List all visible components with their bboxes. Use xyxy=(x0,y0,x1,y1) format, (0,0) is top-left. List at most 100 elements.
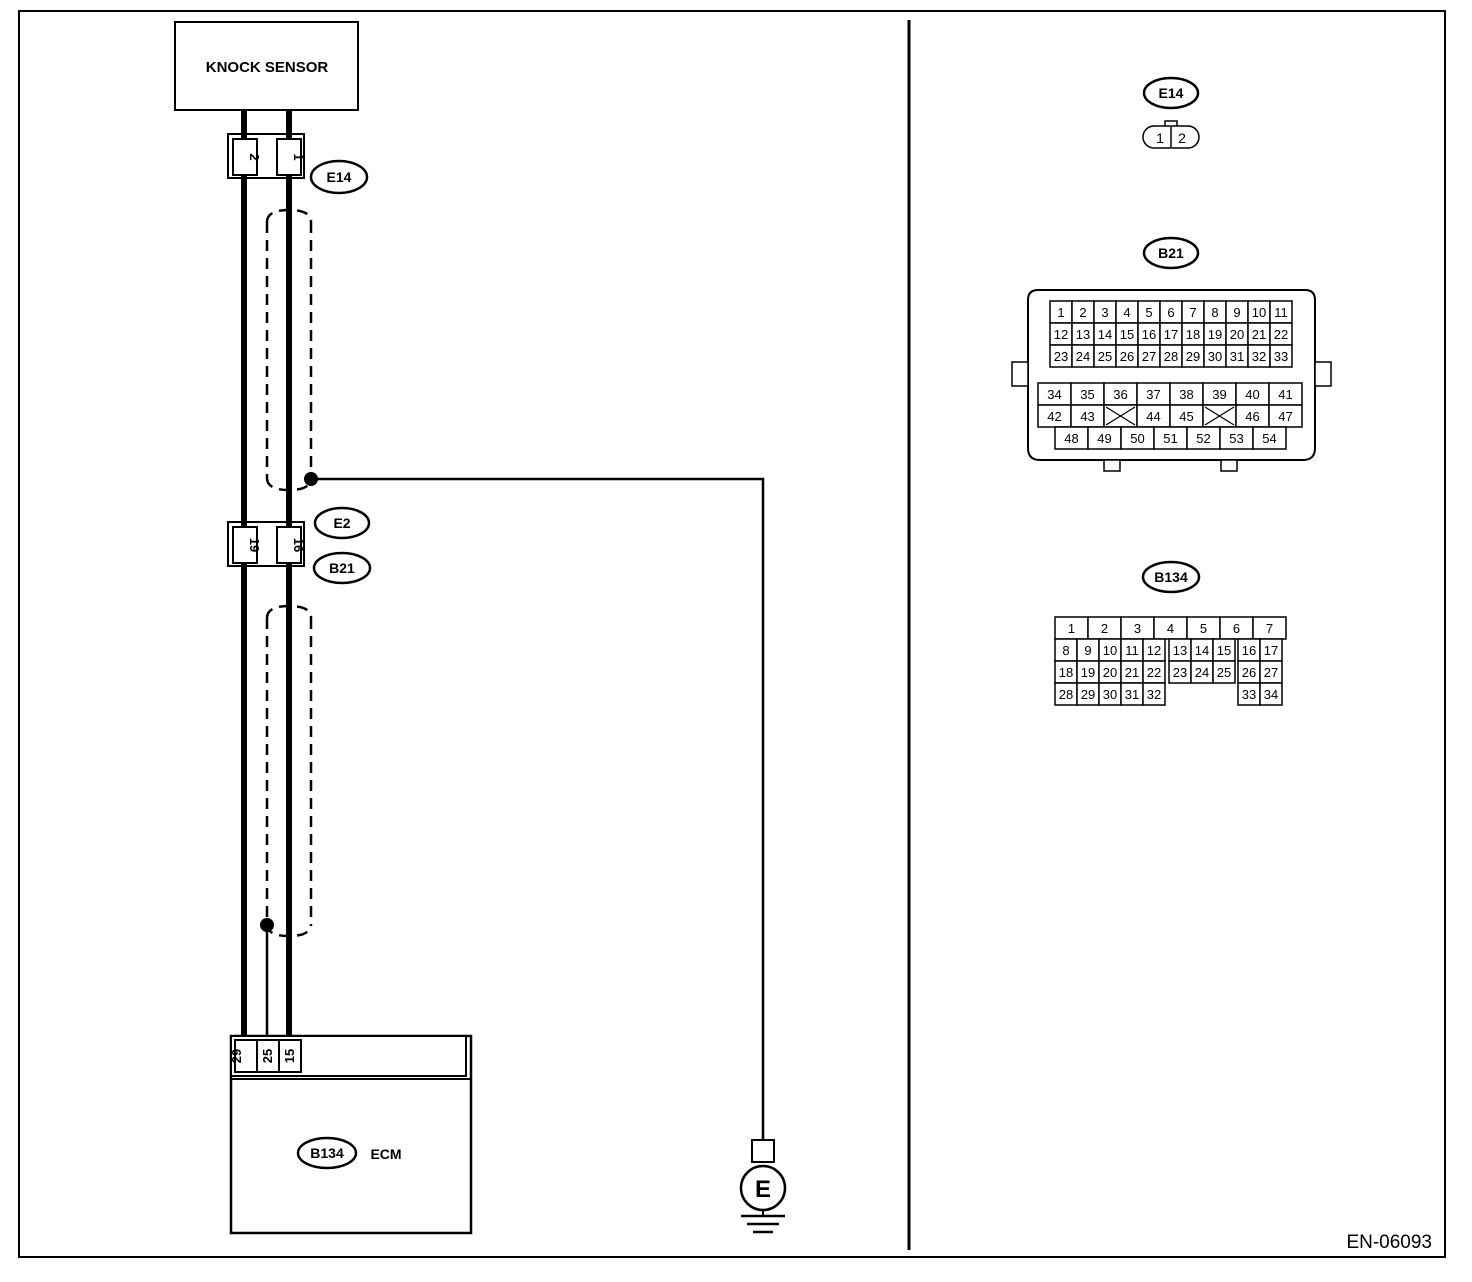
b134-pin-28: 28 xyxy=(1059,687,1073,702)
b21-pin-33: 33 xyxy=(1274,349,1288,364)
b134-pin-30: 30 xyxy=(1103,687,1117,702)
b134-view-label: B134 xyxy=(1154,569,1188,585)
b134-pin-19: 19 xyxy=(1081,665,1095,680)
b21-pin-2: 2 xyxy=(1079,305,1086,320)
b134-pin-32-cell xyxy=(1142,682,1166,706)
b21-pin-17: 17 xyxy=(1164,327,1178,342)
b134-pin-31: 31 xyxy=(1125,687,1139,702)
shield-upper xyxy=(265,208,313,492)
b21-pin-4: 4 xyxy=(1123,305,1130,320)
b134-pin-20: 20 xyxy=(1103,665,1117,680)
ecm-pin-15: 15 xyxy=(282,1049,297,1063)
b134-pin-34: 34 xyxy=(1264,687,1278,702)
b21-pin-53: 53 xyxy=(1229,431,1243,446)
b21-pin-42: 42 xyxy=(1047,409,1061,424)
b21-pin-7: 7 xyxy=(1189,305,1196,320)
connector-b21-tag: B21 xyxy=(312,551,372,585)
knock-sensor-box: KNOCK SENSOR xyxy=(174,21,359,111)
b21-pin-26: 26 xyxy=(1120,349,1134,364)
b134-pin-14: 14 xyxy=(1195,643,1209,658)
b21-pin-29: 29 xyxy=(1186,349,1200,364)
b134-pin-22: 22 xyxy=(1147,665,1161,680)
b21-pin-41: 41 xyxy=(1278,387,1292,402)
b21-pin-44: 44 xyxy=(1146,409,1160,424)
b21-pin-50: 50 xyxy=(1130,431,1144,446)
b21-pin-35: 35 xyxy=(1080,387,1094,402)
b134-pin-25: 25 xyxy=(1217,665,1231,680)
e14-view: E14 1 2 xyxy=(1142,76,1200,149)
b21-pin-43: 43 xyxy=(1080,409,1094,424)
b21-pin-39: 39 xyxy=(1212,387,1226,402)
ecm-box: 29 25 15 B134 ECM xyxy=(229,1034,473,1235)
b21-pin-37: 37 xyxy=(1146,387,1160,402)
b134-pin-21: 21 xyxy=(1125,665,1139,680)
b21-pin-36: 36 xyxy=(1113,387,1127,402)
b21-pin-14: 14 xyxy=(1098,327,1112,342)
ecm-pin-25: 25 xyxy=(260,1049,275,1063)
b21-pin-21: 21 xyxy=(1252,327,1266,342)
b21-pin-54: 54 xyxy=(1262,431,1276,446)
b134-pin-26: 26 xyxy=(1242,665,1256,680)
ground-symbol: E xyxy=(739,1139,787,1234)
ecm-label: ECM xyxy=(370,1146,401,1162)
b21-pin-45: 45 xyxy=(1179,409,1193,424)
e14-view-pin-1: 1 xyxy=(1156,130,1164,146)
b21-pin-33-cell xyxy=(1269,344,1293,368)
b21-pin-9: 9 xyxy=(1233,305,1240,320)
b134-pin-11: 11 xyxy=(1125,643,1139,658)
ecm-connector-label: B134 xyxy=(310,1145,344,1161)
b134-pin-16: 16 xyxy=(1242,643,1256,658)
b134-pin-25-cell xyxy=(1212,660,1236,684)
connector-e14-label: E14 xyxy=(327,169,352,185)
blank-pin-cross xyxy=(1204,406,1235,426)
b21-pin-11: 11 xyxy=(1274,305,1288,320)
b21-pin-16: 16 xyxy=(1142,327,1156,342)
b134-pin-33: 33 xyxy=(1242,687,1256,702)
b134-pin-10: 10 xyxy=(1103,643,1117,658)
b134-pin-29: 29 xyxy=(1081,687,1095,702)
connector-e2-b21-inline: 19 16 xyxy=(227,521,306,567)
e14-view-pin-2: 2 xyxy=(1178,130,1186,146)
b21-pin-19: 19 xyxy=(1208,327,1222,342)
b134-pin-2: 2 xyxy=(1101,621,1108,636)
b134-pin-6: 6 xyxy=(1233,621,1240,636)
b134-pin-8: 8 xyxy=(1062,643,1069,658)
b134-pin-9: 9 xyxy=(1084,643,1091,658)
b21-pin-40: 40 xyxy=(1245,387,1259,402)
b134-pin-1: 1 xyxy=(1068,621,1075,636)
b21-pin-23: 23 xyxy=(1054,349,1068,364)
ecm-pin-29: 29 xyxy=(229,1049,244,1063)
e14-pin-1: 1 xyxy=(291,153,306,160)
b134-pin-34-cell xyxy=(1259,682,1283,706)
connector-e2-label: E2 xyxy=(333,515,350,531)
b21-pin-25: 25 xyxy=(1098,349,1112,364)
ground-wire xyxy=(311,477,765,1140)
b21-pin-6: 6 xyxy=(1167,305,1174,320)
b21-pin-52: 52 xyxy=(1196,431,1210,446)
frame-border xyxy=(18,10,1446,1258)
b21-pin-38: 38 xyxy=(1179,387,1193,402)
b134-pin-32: 32 xyxy=(1147,687,1161,702)
b21-pin-24: 24 xyxy=(1076,349,1090,364)
b21-pin-3: 3 xyxy=(1101,305,1108,320)
b134-pin-17: 17 xyxy=(1264,643,1278,658)
b21-pin-1: 1 xyxy=(1057,305,1064,320)
e2-pin-16: 16 xyxy=(291,538,306,552)
b134-pin-13: 13 xyxy=(1173,643,1187,658)
b21-pin-54-cell xyxy=(1252,426,1287,450)
e2-pin-19: 19 xyxy=(247,538,262,552)
b134-pin-5: 5 xyxy=(1200,621,1207,636)
e14-view-label: E14 xyxy=(1159,85,1184,101)
connector-b21-label: B21 xyxy=(329,560,355,576)
e14-pin-2: 2 xyxy=(247,153,262,160)
b21-pin-51: 51 xyxy=(1163,431,1177,446)
b21-pin-47: 47 xyxy=(1278,409,1292,424)
b21-pin-31: 31 xyxy=(1230,349,1244,364)
b134-pin-4: 4 xyxy=(1167,621,1174,636)
b21-pin-18: 18 xyxy=(1186,327,1200,342)
b21-pin-32: 32 xyxy=(1252,349,1266,364)
blank-pin-cross xyxy=(1105,406,1136,426)
